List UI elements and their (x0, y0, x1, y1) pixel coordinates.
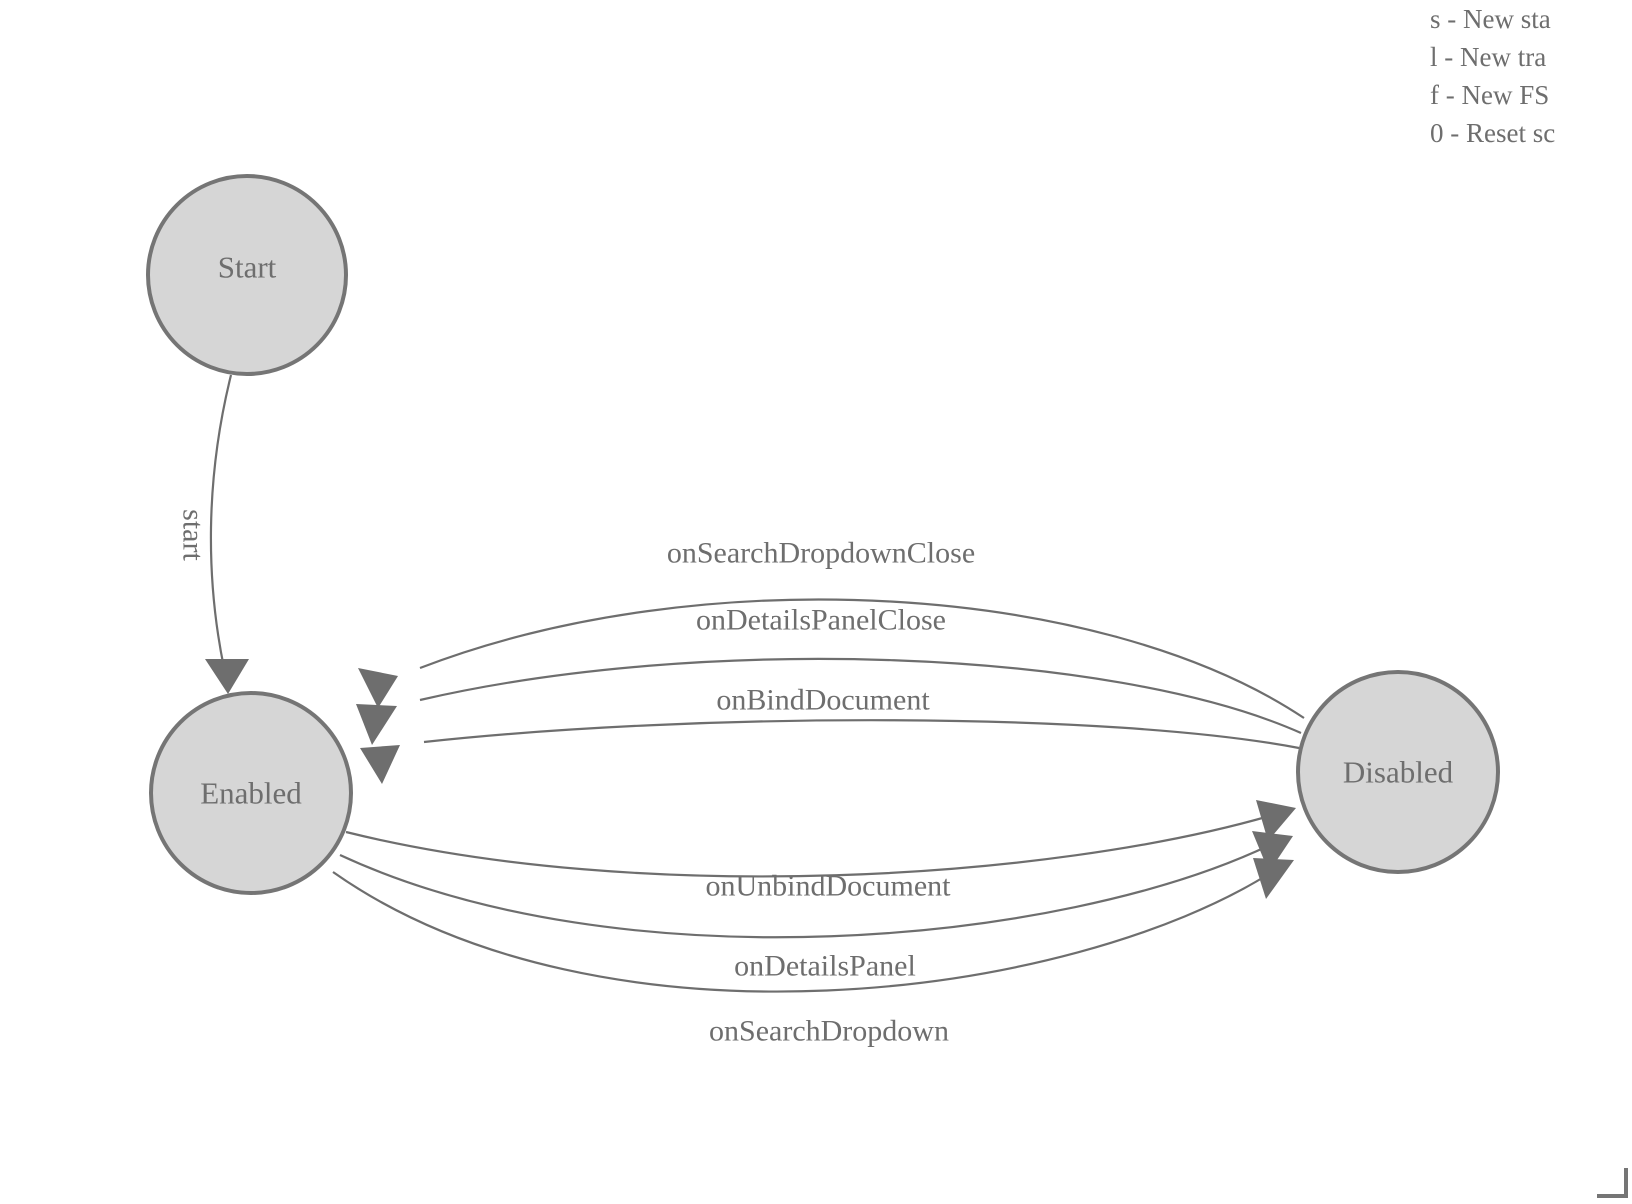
transition-on-search-dropdown[interactable] (332, 858, 1294, 993)
resize-handle-icon[interactable] (1597, 1168, 1628, 1198)
transition-path (423, 719, 1300, 750)
state-label: Start (218, 250, 277, 285)
transition-on-details-panel-close[interactable] (356, 657, 1302, 745)
transition-label-bind-document: onBindDocument (716, 684, 930, 717)
transition-path (339, 844, 1271, 939)
state-label: Disabled (1343, 755, 1454, 790)
transition-label-unbind-document: onUnbindDocument (706, 870, 952, 903)
transition-label-search-dropdown: onSearchDropdown (709, 1015, 949, 1048)
arrowhead-icon (356, 704, 397, 745)
transition-path (209, 374, 233, 669)
state-circle (149, 691, 353, 895)
transition-label-search-dropdown-close: onSearchDropdownClose (667, 537, 975, 570)
transition-start[interactable] (205, 374, 249, 694)
transition-path (332, 871, 1273, 993)
arrowhead-icon (205, 659, 249, 694)
transition-on-search-dropdown-close[interactable] (358, 598, 1305, 719)
resize-handle-horizontal (1597, 1194, 1628, 1198)
help-line-reset: 0 - Reset sc (1430, 118, 1556, 148)
state-circle (146, 174, 348, 376)
state-node-start[interactable]: Start (146, 174, 348, 376)
state-circle (1296, 670, 1500, 874)
transition-on-bind-document[interactable] (360, 719, 1300, 784)
transition-label-details-panel: onDetailsPanel (734, 950, 916, 983)
arrowhead-icon (1252, 831, 1293, 872)
arrowhead-icon (358, 668, 398, 708)
arrowhead-icon (360, 745, 400, 784)
transition-path (345, 813, 1274, 878)
state-node-enabled[interactable]: Enabled (149, 691, 353, 895)
help-line-new-state: s - New sta (1430, 4, 1551, 34)
state-node-disabled[interactable]: Disabled (1296, 670, 1500, 874)
transition-label-details-panel-close: onDetailsPanelClose (696, 604, 946, 637)
transition-on-unbind-document[interactable] (345, 800, 1296, 878)
arrowhead-icon (1253, 858, 1294, 899)
transition-path (419, 657, 1302, 735)
help-line-new-fsm: f - New FS (1430, 80, 1550, 110)
help-line-new-transition: l - New tra (1430, 42, 1547, 72)
state-label: Enabled (200, 776, 302, 811)
transition-path (419, 598, 1305, 719)
transition-label-start: start (177, 509, 210, 561)
resize-handle-vertical (1624, 1168, 1628, 1198)
help-legend: s - New sta l - New tra f - New FS 0 - R… (1430, 0, 1632, 152)
arrowhead-icon (1256, 800, 1296, 841)
transition-on-details-panel[interactable] (339, 831, 1293, 939)
